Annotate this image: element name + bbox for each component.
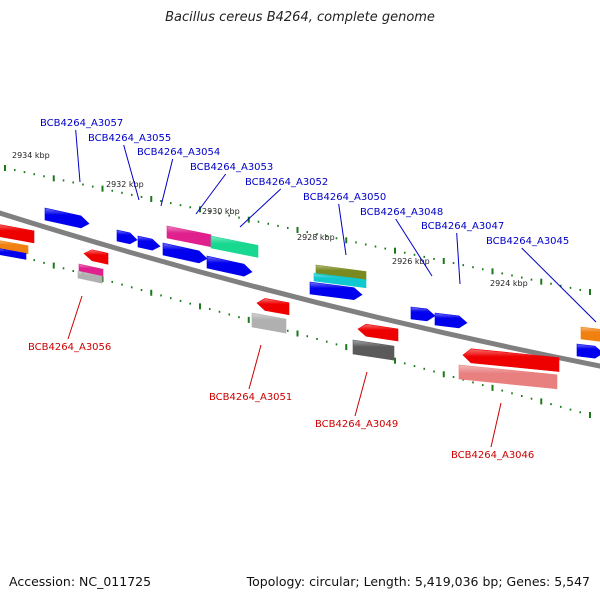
gene-arrow bbox=[0, 224, 35, 244]
gene-arrow bbox=[580, 326, 600, 342]
gene-arrow bbox=[77, 270, 103, 284]
gene-arrow bbox=[256, 298, 290, 316]
gene-label: BCB4264_A3053 bbox=[190, 162, 273, 173]
gene-arrow bbox=[251, 312, 287, 334]
gene-leader-line bbox=[490, 402, 502, 448]
gene-arrow bbox=[357, 323, 399, 342]
gene-arrow bbox=[206, 255, 253, 277]
gene-arrow bbox=[0, 240, 29, 255]
gene-leader-line bbox=[239, 188, 282, 228]
gene-arrow bbox=[78, 263, 104, 277]
gene-arrow bbox=[116, 229, 138, 245]
gene-arrow bbox=[434, 312, 468, 329]
gene-arrow bbox=[458, 364, 558, 390]
kbp-label: 2930 kbp bbox=[202, 207, 240, 216]
gene-leader-line bbox=[354, 371, 368, 417]
gene-arrow bbox=[210, 235, 259, 258]
gene-arrow bbox=[410, 306, 436, 322]
gene-leader-line bbox=[123, 144, 140, 201]
gene-label: BCB4264_A3055 bbox=[88, 133, 171, 144]
kbp-label: 2932 kbp bbox=[106, 180, 144, 189]
gene-leader-line bbox=[75, 129, 81, 183]
gene-leader-line bbox=[160, 158, 174, 207]
gene-arrow bbox=[576, 343, 600, 359]
gene-leader-line bbox=[338, 203, 347, 256]
gene-arrow bbox=[44, 207, 90, 229]
kbp-label: 2926 kbp bbox=[392, 257, 430, 266]
gene-arrow bbox=[313, 272, 367, 289]
gene-label: BCB4264_A3052 bbox=[245, 177, 328, 188]
kbp-label: 2924 kbp bbox=[490, 279, 528, 288]
genome-backbone bbox=[0, 210, 600, 369]
gene-arrow bbox=[83, 249, 109, 265]
accession-text: Accession: NC_011725 bbox=[9, 574, 152, 589]
gene-leader-line bbox=[521, 247, 597, 323]
gene-leader-line bbox=[248, 344, 262, 390]
gene-label: BCB4264_A3049 bbox=[315, 419, 398, 430]
gene-label: BCB4264_A3050 bbox=[303, 192, 386, 203]
gene-arrow bbox=[162, 242, 208, 264]
gene-label: BCB4264_A3056 bbox=[28, 342, 111, 353]
gene-leader-line bbox=[195, 173, 227, 215]
gene-label: BCB4264_A3048 bbox=[360, 207, 443, 218]
kbp-label: 2928 kbp bbox=[297, 233, 335, 242]
gene-leader-line bbox=[67, 295, 83, 340]
gene-arrow bbox=[352, 339, 395, 361]
gene-arrow bbox=[462, 348, 560, 372]
gene-arrow bbox=[166, 225, 212, 248]
gene-label: BCB4264_A3047 bbox=[421, 221, 504, 232]
gene-label: BCB4264_A3045 bbox=[486, 236, 569, 247]
gene-arrow bbox=[0, 248, 27, 260]
gene-label: BCB4264_A3046 bbox=[451, 450, 534, 461]
gene-leader-line bbox=[395, 218, 433, 277]
genome-stats-text: Topology: circular; Length: 5,419,036 bp… bbox=[246, 574, 590, 589]
map-title: Bacillus cereus B4264, complete genome bbox=[165, 10, 435, 25]
gene-arrow bbox=[137, 235, 161, 251]
gene-arrow bbox=[309, 281, 363, 301]
gene-label: BCB4264_A3054 bbox=[137, 147, 220, 158]
gene-leader-line bbox=[456, 232, 461, 285]
gene-label: BCB4264_A3051 bbox=[209, 392, 292, 403]
kbp-label: 2934 kbp bbox=[12, 151, 50, 160]
gene-label: BCB4264_A3057 bbox=[40, 118, 123, 129]
